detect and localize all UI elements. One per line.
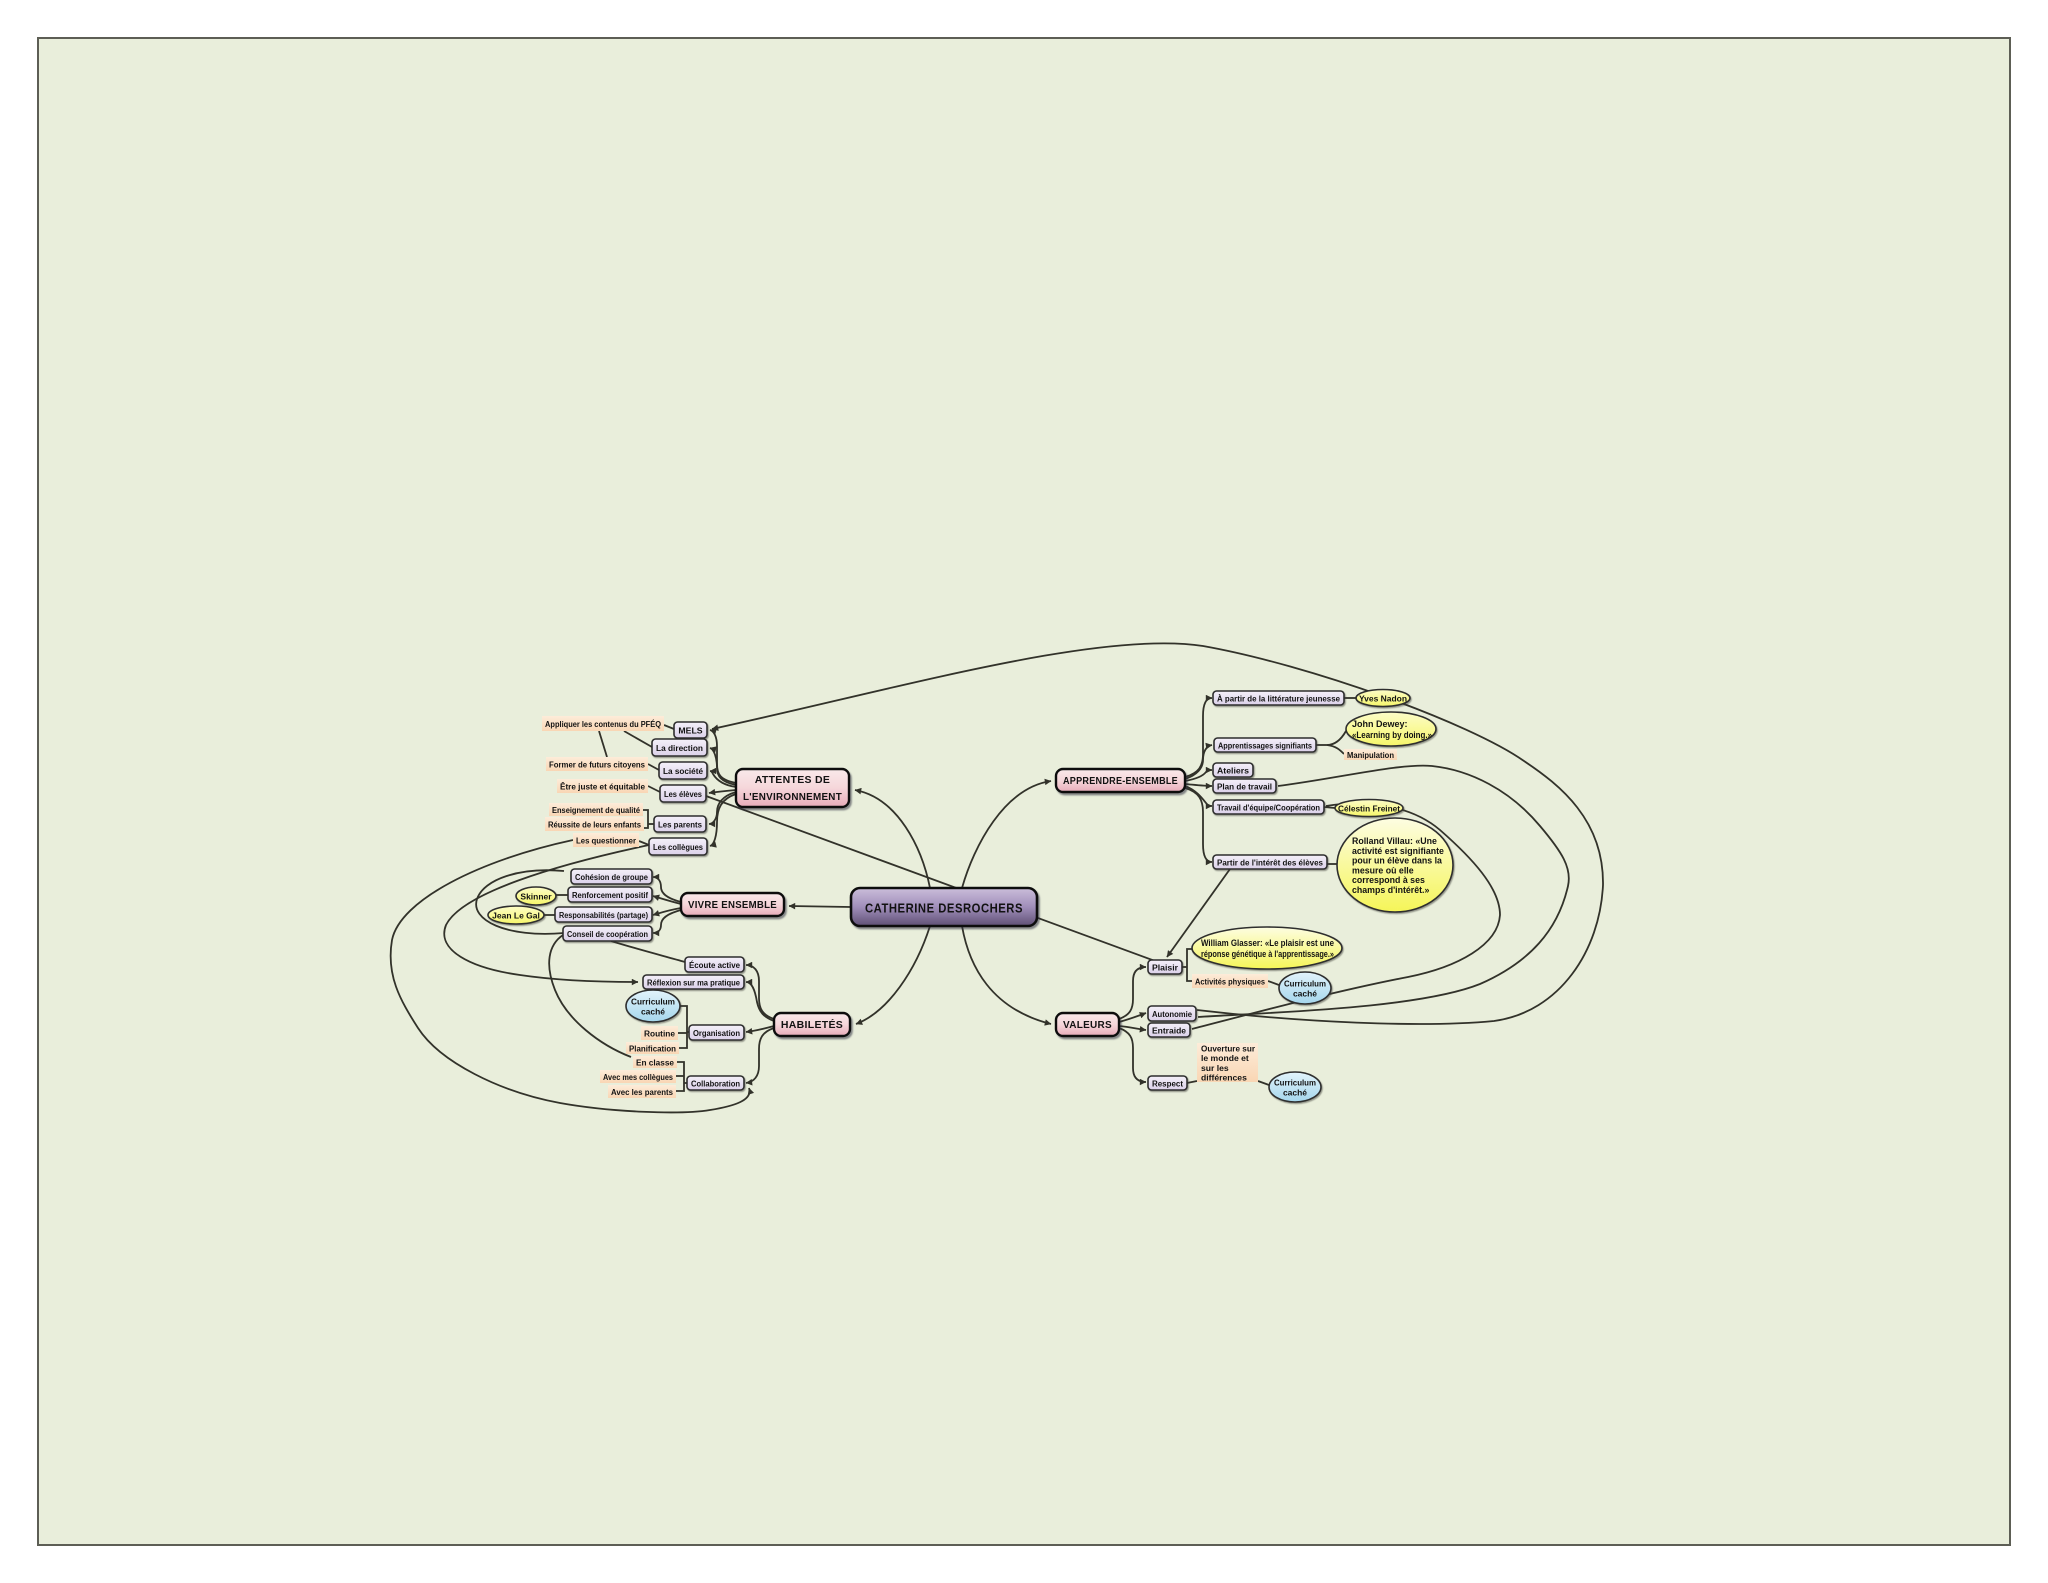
svg-text:sur les: sur les <box>1201 1063 1229 1073</box>
svg-text:Conseil de coopération: Conseil de coopération <box>567 929 648 939</box>
svg-text:le monde et: le monde et <box>1201 1053 1249 1063</box>
svg-text:Jean Le Gal: Jean Le Gal <box>492 911 540 921</box>
svg-text:Respect: Respect <box>1152 1079 1183 1089</box>
svg-text:HABILETÉS: HABILETÉS <box>781 1018 843 1031</box>
svg-text:Plan de travail: Plan de travail <box>1217 782 1272 792</box>
svg-text:Rolland Villau: «Une: Rolland Villau: «Une <box>1352 836 1437 846</box>
svg-text:caché: caché <box>641 1006 665 1016</box>
svg-text:Collaboration: Collaboration <box>691 1079 740 1089</box>
svg-text:Les collègues: Les collègues <box>653 842 703 852</box>
svg-text:Yves Nadon: Yves Nadon <box>1359 694 1407 704</box>
svg-text:Enseignement de qualité: Enseignement de qualité <box>552 805 640 815</box>
svg-text:Curriculum: Curriculum <box>631 997 675 1007</box>
svg-text:John Dewey:: John Dewey: <box>1352 719 1408 729</box>
svg-text:À partir de la littérature jeu: À partir de la littérature jeunesse <box>1217 694 1340 704</box>
svg-text:correspond à ses: correspond à ses <box>1352 875 1425 885</box>
svg-text:Avec mes collègues: Avec mes collègues <box>603 1072 673 1082</box>
svg-text:Réflexion sur ma pratique: Réflexion sur ma pratique <box>647 978 740 988</box>
svg-text:Travail d'équipe/Coopération: Travail d'équipe/Coopération <box>1217 803 1320 813</box>
svg-text:Renforcement positif: Renforcement positif <box>572 890 648 900</box>
svg-text:Responsabilités (partage): Responsabilités (partage) <box>559 910 648 920</box>
svg-text:Cohésion de groupe: Cohésion de groupe <box>575 872 648 882</box>
svg-text:Ouverture sur: Ouverture sur <box>1201 1044 1256 1054</box>
svg-text:MELS: MELS <box>678 726 702 736</box>
svg-text:APPRENDRE-ENSEMBLE: APPRENDRE-ENSEMBLE <box>1063 775 1178 787</box>
svg-text:réponse génétique à l'apprenti: réponse génétique à l'apprentissage.» <box>1201 949 1334 959</box>
svg-text:En classe: En classe <box>636 1058 674 1068</box>
svg-text:VIVRE ENSEMBLE: VIVRE ENSEMBLE <box>688 899 777 911</box>
svg-text:La société: La société <box>663 766 703 776</box>
svg-text:Appliquer les contenus du PFÉQ: Appliquer les contenus du PFÉQ <box>545 719 661 729</box>
svg-text:Curriculum: Curriculum <box>1274 1078 1316 1088</box>
svg-text:pour un élève dans la: pour un élève dans la <box>1352 856 1442 866</box>
svg-text:Les parents: Les parents <box>658 820 702 830</box>
svg-text:Célestin Freinet: Célestin Freinet <box>1338 804 1400 814</box>
svg-text:ATTENTES DE: ATTENTES DE <box>755 774 830 786</box>
svg-text:Routine: Routine <box>644 1029 675 1039</box>
svg-text:mesure où elle: mesure où elle <box>1352 865 1414 875</box>
svg-text:Skinner: Skinner <box>520 892 552 902</box>
svg-text:Écoute active: Écoute active <box>689 960 740 970</box>
svg-text:L'ENVIRONNEMENT: L'ENVIRONNEMENT <box>743 791 842 803</box>
svg-text:Organisation: Organisation <box>693 1028 740 1038</box>
svg-text:Plaisir: Plaisir <box>1152 963 1179 973</box>
svg-text:Les questionner: Les questionner <box>576 836 637 846</box>
svg-text:Réussite de leurs enfants: Réussite de leurs enfants <box>548 820 641 830</box>
svg-text:champs d'intérêt.»: champs d'intérêt.» <box>1352 885 1429 895</box>
svg-text:CATHERINE DESROCHERS: CATHERINE DESROCHERS <box>865 901 1023 916</box>
svg-text:activité est signifiante: activité est signifiante <box>1352 846 1444 856</box>
svg-text:Curriculum: Curriculum <box>1284 979 1326 989</box>
svg-text:«Learning by doing.»: «Learning by doing.» <box>1352 730 1432 740</box>
svg-text:Partir de l'intérêt des élèves: Partir de l'intérêt des élèves <box>1217 858 1323 868</box>
svg-text:Entraide: Entraide <box>1152 1026 1186 1036</box>
svg-text:Autonomie: Autonomie <box>1152 1009 1192 1019</box>
svg-text:Manipulation: Manipulation <box>1347 750 1394 760</box>
svg-text:Être juste et équitable: Être juste et équitable <box>560 781 645 792</box>
svg-text:Planification: Planification <box>629 1044 676 1054</box>
svg-text:caché: caché <box>1293 988 1317 998</box>
svg-text:Former de futurs citoyens: Former de futurs citoyens <box>549 760 645 770</box>
svg-text:Activités physiques: Activités physiques <box>1195 977 1265 987</box>
svg-text:caché: caché <box>1283 1087 1307 1097</box>
svg-text:VALEURS: VALEURS <box>1063 1019 1112 1031</box>
svg-text:La direction: La direction <box>656 743 703 753</box>
svg-text:différences: différences <box>1201 1072 1247 1082</box>
svg-text:Apprentissages signifiants: Apprentissages signifiants <box>1218 741 1312 751</box>
svg-text:Ateliers: Ateliers <box>1217 766 1249 776</box>
svg-text:Avec les parents: Avec les parents <box>611 1087 673 1097</box>
svg-text:William Glasser: «Le plaisir e: William Glasser: «Le plaisir est une <box>1201 938 1334 948</box>
svg-text:Les élèves: Les élèves <box>664 789 702 799</box>
